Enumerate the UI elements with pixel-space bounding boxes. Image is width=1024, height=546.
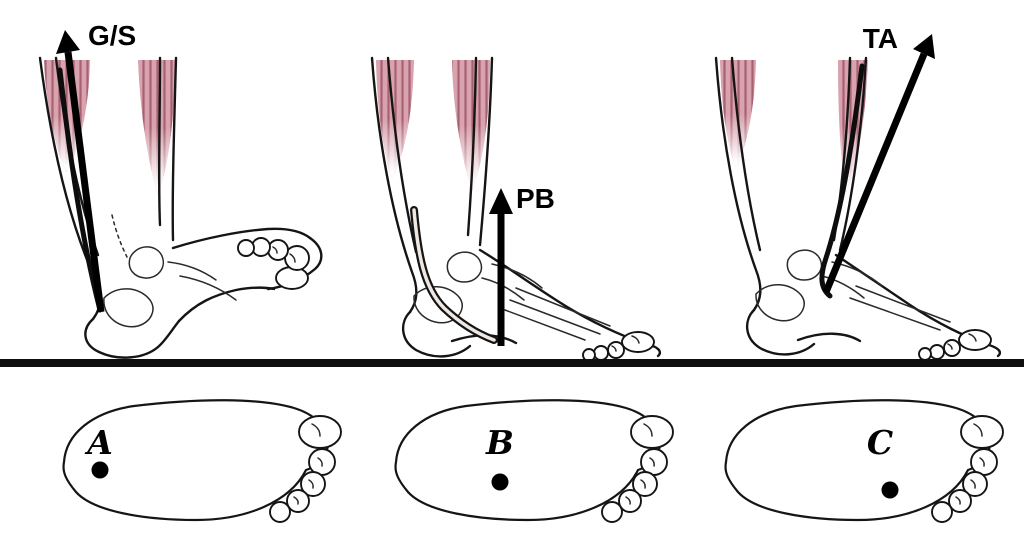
gs-force-arrow [64, 51, 105, 313]
middle-tarsal-bones [413, 251, 611, 341]
achilles-tendon [57, 67, 103, 313]
ta-force-arrow [822, 52, 928, 294]
panel-left-lateral-foot: G/S [38, 20, 323, 359]
cop-dot-a [91, 461, 109, 479]
left-toes [237, 237, 310, 290]
gs-force-arrowhead [56, 30, 80, 54]
middle-toes [582, 331, 655, 362]
footprint-a: A [62, 399, 343, 524]
pb-force-arrowhead [489, 188, 513, 214]
tibialis-anterior-tendon [819, 63, 865, 299]
footprint-c: C [724, 399, 1005, 524]
pb-force-label: PB [516, 183, 555, 214]
cop-label-a: A [84, 423, 113, 462]
peroneus-brevis-tendon [410, 206, 498, 344]
right-leg-contours [714, 56, 1002, 358]
cop-dot-b [491, 473, 509, 491]
cop-label-c: C [867, 423, 893, 462]
right-toes [918, 329, 992, 361]
ta-force-arrowhead [913, 34, 935, 59]
panel-right-lateral-foot: TA [714, 23, 1002, 361]
ground-line [0, 359, 1024, 367]
panel-middle-lateral-foot: PB [370, 56, 662, 362]
right-tarsal-bones [755, 249, 951, 331]
left-tarsal-bones [103, 246, 237, 328]
gs-force-label: G/S [88, 20, 136, 51]
cop-dot-c [881, 481, 899, 499]
footprint-b: B [394, 399, 675, 524]
ta-force-label: TA [863, 23, 898, 54]
cop-label-b: B [485, 423, 514, 462]
